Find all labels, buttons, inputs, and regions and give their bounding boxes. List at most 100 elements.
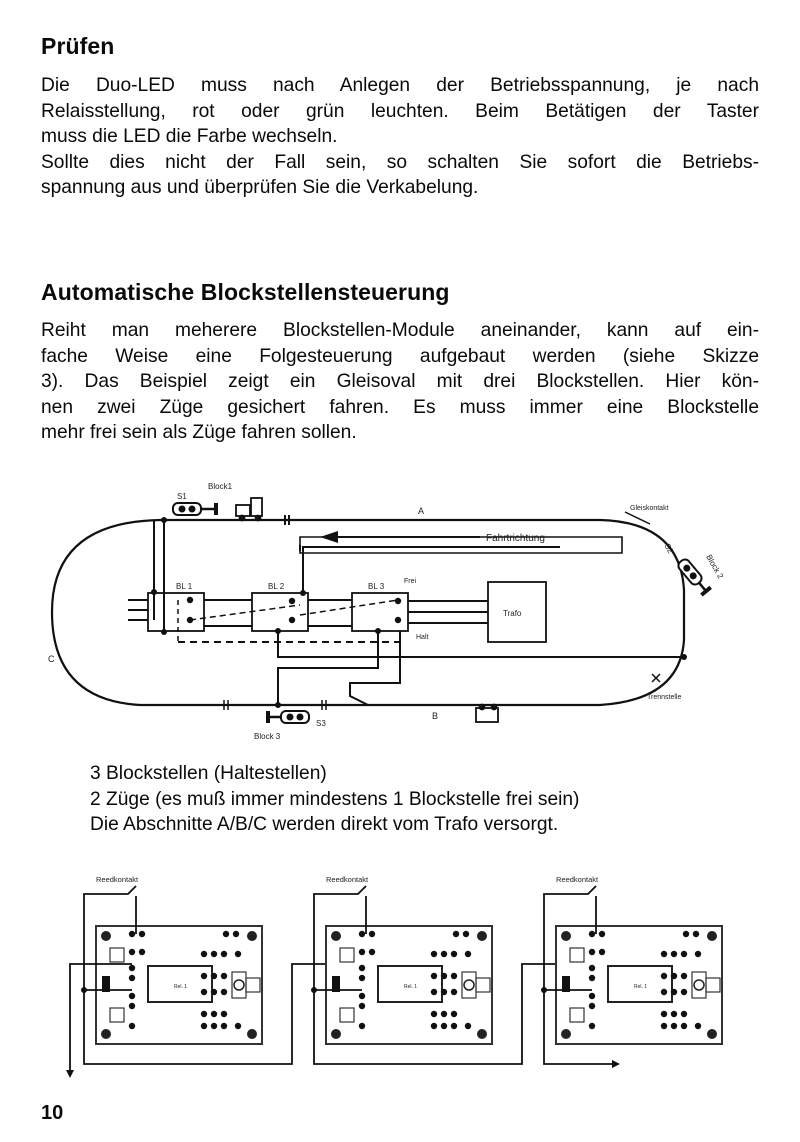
text-line: mehr frei sein als Züge fahren sollen. (41, 422, 357, 444)
relay-icon (377, 965, 443, 1003)
label-s1: S1 (177, 492, 187, 501)
label-bl2: BL 2 (268, 582, 285, 591)
track-diagram: S1 Block1 A Fahrtrichtung Gleiskontakt S… (48, 482, 725, 741)
solder-pad (450, 988, 458, 996)
solder-pad (200, 1022, 208, 1030)
solder-pad (232, 930, 240, 938)
label-block2: Block 2 (704, 553, 725, 581)
mounting-hole-icon (477, 931, 487, 941)
solder-pad (440, 950, 448, 958)
label-trafo: Trafo (503, 609, 522, 618)
solder-pad (220, 972, 228, 980)
solder-pad (588, 1022, 596, 1030)
chain-wire (543, 990, 614, 1065)
direction-box (299, 536, 623, 554)
text-line: muss die LED die Farbe wechseln. (41, 126, 338, 148)
solder-pad (220, 1010, 228, 1018)
solder-pad (452, 930, 460, 938)
solder-pad (680, 1010, 688, 1018)
connector-tab (245, 977, 261, 993)
chain-wire (83, 963, 362, 1065)
label-direction: Fahrtrichtung (486, 533, 545, 544)
solder-pad (588, 964, 596, 972)
solder-pad (234, 1022, 242, 1030)
duo-led-icon (463, 979, 475, 991)
text-line: fache Weise eine Folgesteuerung aufgebau… (41, 345, 759, 367)
label-halt: Halt (416, 634, 429, 641)
solder-pad (450, 972, 458, 980)
solder-pad (660, 972, 668, 980)
solder-pad (210, 950, 218, 958)
connector-tab (475, 977, 491, 993)
solder-pad (692, 930, 700, 938)
direction-arrow-icon (320, 531, 338, 543)
relay-icon (147, 965, 213, 1003)
solder-pad (660, 1010, 668, 1018)
caption-line: 2 Züge (es muß immer mindestens 1 Blocks… (90, 788, 580, 810)
solder-pad (450, 950, 458, 958)
solder-pad (670, 1022, 678, 1030)
paragraph-pruefen: Die Duo-LED muss nach Anlegen der Betrie… (41, 73, 759, 201)
solder-pad (680, 950, 688, 958)
label-s2: S2 (663, 542, 676, 555)
connector-tab (705, 977, 721, 993)
text-line: Reiht man meherere Blockstellen-Module a… (41, 320, 759, 341)
solder-pad (682, 930, 690, 938)
solder-pad (358, 930, 366, 938)
relay-label: Rel. 1 (404, 984, 417, 990)
relay-icon (607, 965, 673, 1003)
solder-pad (200, 972, 208, 980)
solder-pad (660, 950, 668, 958)
solder-pad (210, 1022, 218, 1030)
solder-pad (138, 930, 146, 938)
solder-pad (210, 972, 218, 980)
label-reedkontakt: Reedkontakt (556, 875, 599, 884)
wagon-icon (475, 703, 499, 723)
mounting-hole-icon (101, 1029, 111, 1039)
duo-led-icon (693, 979, 705, 991)
solder-pad (670, 988, 678, 996)
text-line: nen zwei Züge gesichert fahren. Es muss … (41, 396, 759, 418)
solder-pad (588, 992, 596, 1000)
solder-pad (450, 1010, 458, 1018)
heading-pruefen: Prüfen (41, 33, 115, 59)
solder-pad (222, 930, 230, 938)
label-trennstelle: Trennstelle (647, 694, 681, 701)
push-button-icon (109, 947, 125, 963)
solder-pad (588, 974, 596, 982)
push-button-icon (339, 1007, 355, 1023)
solder-pad (220, 988, 228, 996)
signal-s3-icon (266, 710, 310, 724)
terminal-block-icon (562, 976, 570, 992)
solder-pad (464, 950, 472, 958)
push-button-icon (569, 1007, 585, 1023)
solder-pad (430, 972, 438, 980)
text-line: Die Duo-LED muss nach Anlegen der Betrie… (41, 75, 759, 96)
solder-pad (128, 992, 136, 1000)
solder-pad (368, 930, 376, 938)
terminal-block-icon (102, 976, 110, 992)
label-block1: Block1 (208, 482, 233, 491)
label-section-a: A (418, 506, 424, 516)
label-s3: S3 (316, 719, 326, 728)
solder-pad (220, 950, 228, 958)
mounting-hole-icon (101, 931, 111, 941)
block-bl1 (147, 592, 205, 632)
solder-pad (430, 1010, 438, 1018)
paragraph-blockstellensteuerung: Reiht man meherere Blockstellen-Module a… (41, 318, 759, 446)
solder-pad (358, 1002, 366, 1010)
solder-pad (430, 950, 438, 958)
diagram-caption: 3 Blockstellen (Haltestellen) 2 Züge (es… (90, 761, 579, 838)
text-line: spannung aus und überprüfen Sie die Verk… (41, 177, 479, 199)
push-button-icon (339, 947, 355, 963)
solder-pad (358, 992, 366, 1000)
label-reedkontakt: Reedkontakt (96, 875, 139, 884)
solder-pad (440, 1022, 448, 1030)
solder-pad (200, 988, 208, 996)
label-section-c: C (48, 654, 55, 664)
track-oval (50, 518, 686, 707)
solder-pad (598, 948, 606, 956)
solder-pad (368, 948, 376, 956)
solder-pad (440, 1010, 448, 1018)
